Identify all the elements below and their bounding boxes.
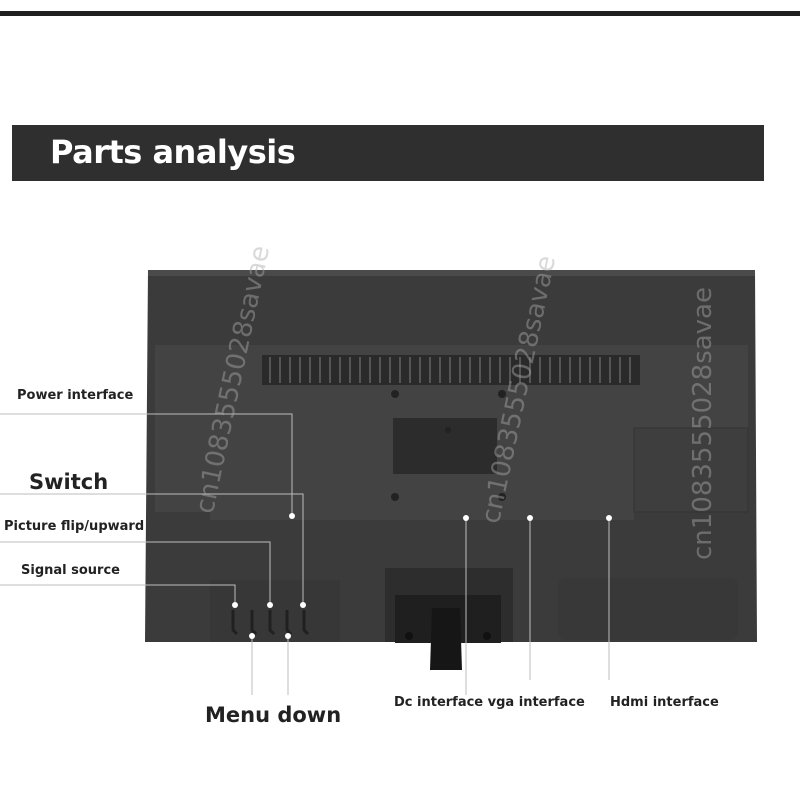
vesa-center-screw [445, 427, 451, 433]
label-picture-flip: Picture flip/upward [4, 519, 145, 534]
side-panel [633, 427, 749, 513]
right-lower-panel [558, 578, 738, 640]
label-dc-vga-interface: Dc interface vga interface [394, 695, 585, 710]
label-power-interface: Power interface [17, 388, 134, 403]
label-hdmi-interface: Hdmi interface [610, 695, 719, 710]
vesa-screw [498, 493, 506, 501]
stand-screw [483, 632, 491, 640]
vesa-plate [393, 418, 497, 474]
label-menu-down: Menu down [205, 703, 342, 727]
pointer-dots [232, 513, 612, 639]
vent-slats [269, 357, 631, 383]
monitor-top-edge [148, 270, 755, 276]
monitor-stand-neck [430, 608, 462, 670]
left-button-panel [210, 580, 340, 642]
side-buttons [231, 610, 310, 636]
label-switch: Switch [29, 470, 109, 494]
leader-lines [0, 413, 610, 695]
vesa-screw [498, 390, 506, 398]
vesa-screw [391, 493, 399, 501]
stand-screw [405, 632, 413, 640]
page-title: Parts analysis [50, 133, 296, 171]
top-divider-bar [0, 11, 800, 16]
vesa-screw [391, 390, 399, 398]
title-banner: Parts analysis [12, 125, 764, 181]
label-signal-source: Signal source [21, 563, 120, 578]
